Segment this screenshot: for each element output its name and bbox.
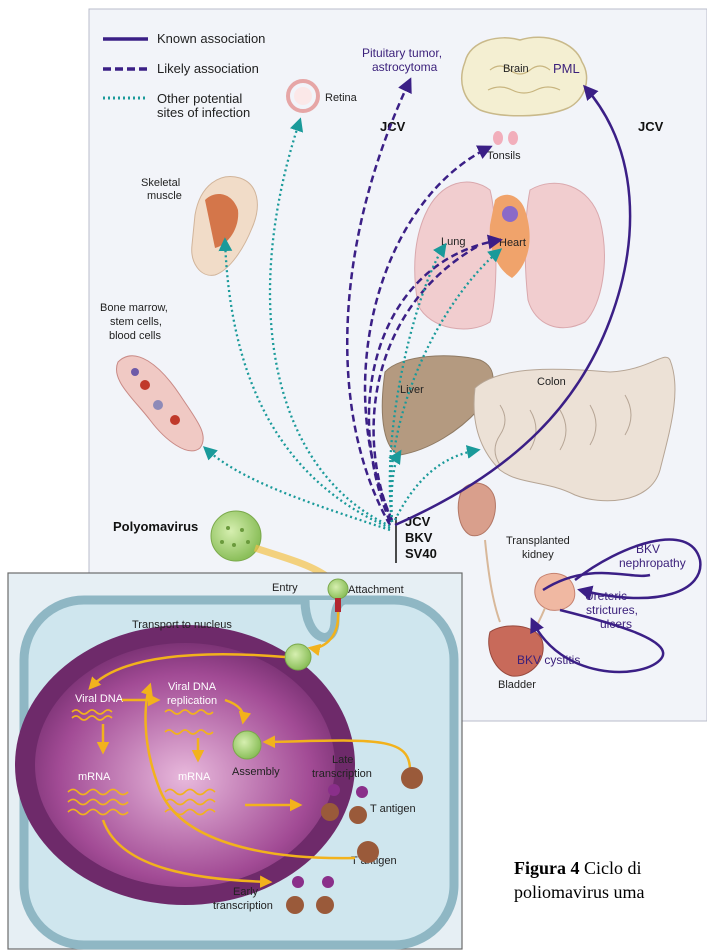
entry-label: Entry [272,582,298,594]
ureteric-label-2: strictures, [586,603,638,617]
mrna-center-label: mRNA [178,771,211,783]
legend-other-label-2: sites of infection [157,105,250,120]
late-label-1: Late [332,754,353,766]
polyomavirus-particle [211,511,261,561]
skeletal-label-2: muscle [147,190,182,202]
assembly-virus [233,731,261,759]
legend-known-label: Known association [157,31,265,46]
pituitary-label-1: Pituitary tumor, [362,46,442,60]
liver-label: Liver [400,384,424,396]
lung-label: Lung [441,236,465,248]
t-antigen-top-label: T antigen [370,803,416,815]
caption-line-1: Ciclo di [584,858,642,878]
replication-label-2: replication [167,695,217,707]
jcv-left-label: JCV [380,119,406,134]
heart-label: Heart [499,237,526,249]
retina-label: Retina [325,92,358,104]
figure-caption: Figura 4 Ciclo di poliomavirus uma [514,856,707,904]
sv40-source-label: SV40 [405,546,437,561]
bkv-nephropathy-label-2: nephropathy [619,556,686,570]
caption-label: Figura 4 [514,858,580,878]
bkv-source-label: BKV [405,530,433,545]
late-label-2: transcription [312,768,372,780]
cell-virus-endosome [285,644,311,670]
attachment-label: Attachment [348,584,404,596]
bone-label-2: stem cells, [110,316,162,328]
skeletal-label-1: Skeletal [141,177,180,189]
bladder-label: Bladder [498,679,536,691]
brain-illustration: Brain [462,37,587,116]
brain-label: Brain [503,63,529,75]
jcv-source-label: JCV [405,514,431,529]
transplanted-label-2: kidney [522,549,554,561]
pml-label: PML [553,61,580,76]
replication-label-1: Viral DNA [168,681,217,693]
bone-label-1: Bone marrow, [100,302,168,314]
pituitary-label-2: astrocytoma [372,60,438,74]
jcv-right-label: JCV [638,119,664,134]
polyomavirus-label: Polyomavirus [113,519,198,534]
transplanted-label-1: Transplanted [506,535,570,547]
early-label-2: transcription [213,900,273,912]
caption-line-2: poliomavirus uma [514,882,644,902]
legend-other-label-1: Other potential [157,91,242,106]
viral-dna-label: Viral DNA [75,693,124,705]
legend-likely-label: Likely association [157,61,259,76]
mrna-left-label: mRNA [78,771,111,783]
assembly-label: Assembly [232,766,280,778]
colon-label: Colon [537,376,566,388]
tonsils-label: Tonsils [487,150,521,162]
transport-label: Transport to nucleus [132,619,232,631]
early-label-1: Early [233,886,259,898]
bone-label-3: blood cells [109,330,161,342]
